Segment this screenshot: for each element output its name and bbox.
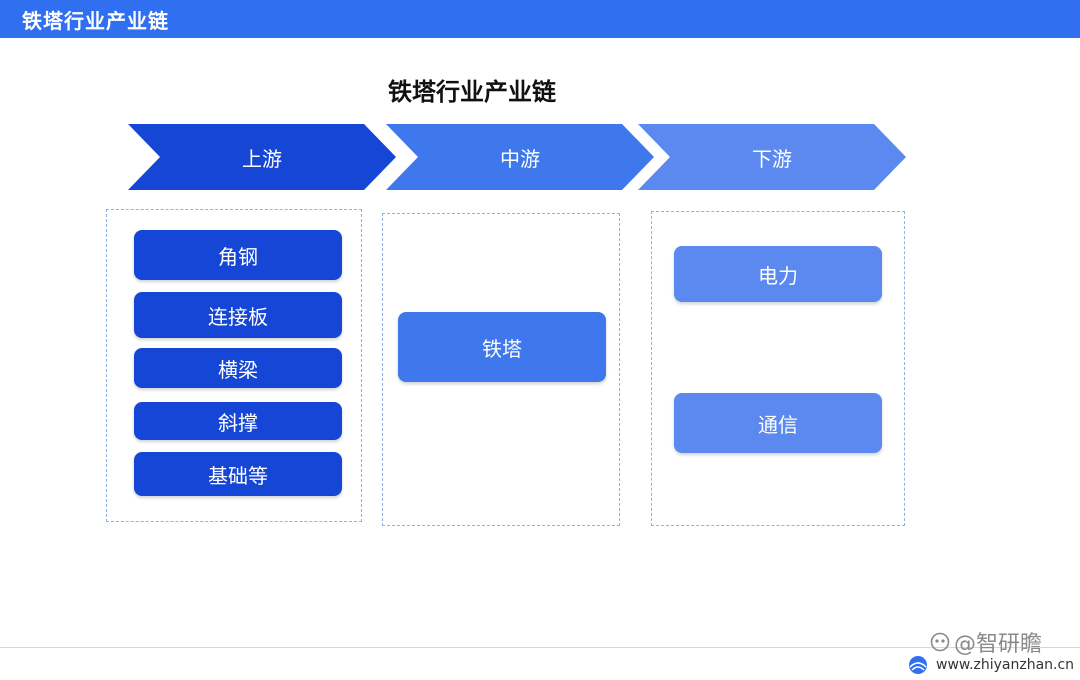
stage-label-midstream: 中游: [500, 146, 540, 171]
stage-label-downstream: 下游: [752, 146, 792, 171]
header-bar: 铁塔行业产业链: [0, 0, 1080, 38]
upstream-item-connecting-plate: 连接板: [134, 292, 342, 338]
downstream-item-telecom: 通信: [674, 393, 882, 453]
stage-arrow-midstream: 中游: [386, 124, 654, 190]
upstream-item-foundation: 基础等: [134, 452, 342, 496]
diagram-title: 铁塔行业产业链: [388, 78, 556, 106]
midstream-item-tower: 铁塔: [398, 312, 606, 382]
stage-arrow-downstream: 下游: [638, 124, 906, 190]
header-title: 铁塔行业产业链: [22, 9, 169, 33]
website-url: www.zhiyanzhan.cn: [936, 657, 1075, 673]
brand-logo-icon: [930, 632, 950, 652]
upstream-item-angle-steel: 角钢: [134, 230, 342, 280]
upstream-item-diagonal-brace: 斜撑: [134, 402, 342, 440]
stage-arrow-upstream: 上游: [128, 124, 396, 190]
upstream-item-crossbeam: 横梁: [134, 348, 342, 388]
website-credit: www.zhiyanzhan.cn: [906, 655, 1074, 675]
brand-name: @智研瞻: [954, 632, 1043, 657]
bottom-divider: [0, 647, 1080, 648]
upstream-column: [106, 209, 362, 522]
brand-watermark: @智研瞻: [930, 626, 1042, 658]
downstream-item-power: 电力: [674, 246, 882, 302]
downstream-column: [651, 211, 905, 526]
stage-label-upstream: 上游: [242, 146, 282, 171]
site-logo-icon: [906, 655, 930, 675]
midstream-column: [382, 213, 620, 526]
